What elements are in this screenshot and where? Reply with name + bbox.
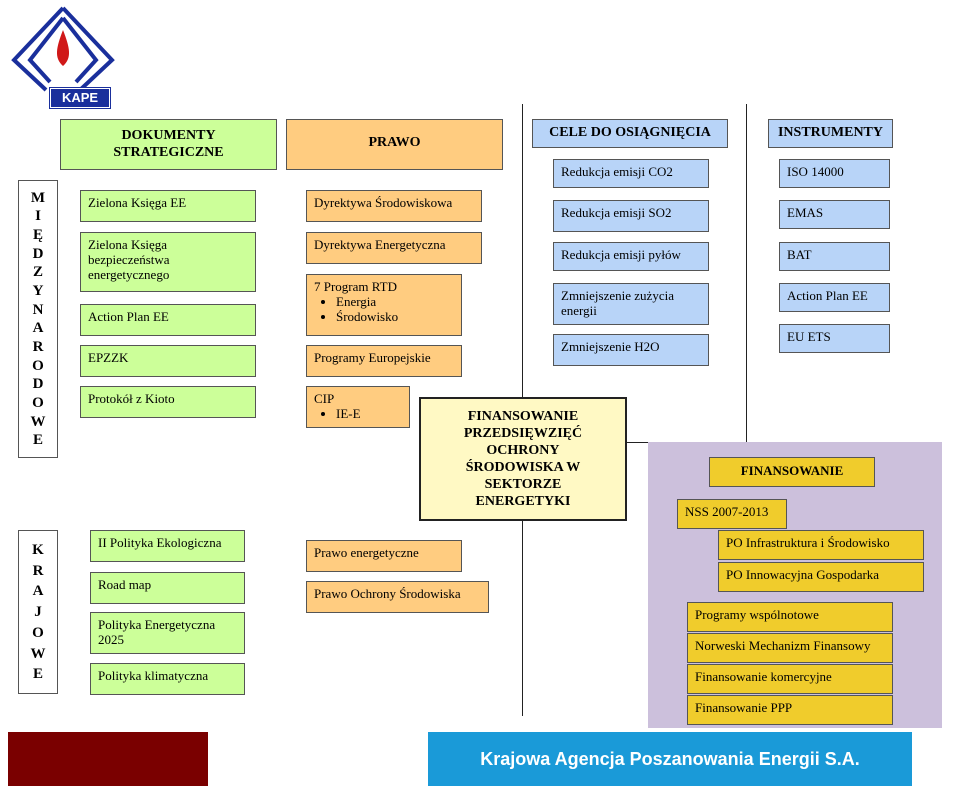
law-cip: CIP IE-E [306,386,410,428]
goal-zuzycie-energii: Zmniejszenie zużycia energii [553,283,709,325]
letter: A [32,320,44,337]
rtd-title: 7 Program RTD [314,279,397,294]
center-finansowanie-box: FINANSOWANIE PRZEDSIĘWZIĘĆ OCHRONY ŚRODO… [419,397,627,521]
financing-po-innowacyjna: PO Innowacyjna Gospodarka [718,562,924,592]
law-programy-europejskie: Programy Europejskie [306,345,462,377]
cip-title: CIP [314,391,335,406]
header-instrumenty: INSTRUMENTY [768,119,893,148]
goal-pyly: Redukcja emisji pyłów [553,242,709,271]
divider-vertical-2 [746,104,747,442]
cip-list: IE-E [314,406,402,421]
doc-polityka-klimatyczna: Polityka klimatyczna [90,663,245,695]
kape-logo: KAPE [6,4,120,108]
law-program-rtd: 7 Program RTD Energia Środowisko [306,274,462,336]
financing-po-infrastruktura: PO Infrastruktura i Środowisko [718,530,924,560]
header-dokumenty-label: DOKUMENTY STRATEGICZNE [113,128,224,160]
instrument-eu-ets: EU ETS [779,324,890,353]
kape-logo-icon [11,6,115,92]
letter: O [32,624,44,641]
letter: R [32,562,44,579]
goal-h2o: Zmniejszenie H2O [553,334,709,366]
doc-protokol-kioto: Protokół z Kioto [80,386,256,418]
letter: D [32,376,44,393]
financing-komercyjne: Finansowanie komercyjne [687,664,893,694]
cip-item: IE-E [336,406,402,421]
letter: E [32,666,43,683]
letter: D [32,245,44,262]
financing-programy-wspolnotowe: Programy wspólnotowe [687,602,893,632]
header-prawo-label: PRAWO [368,135,421,150]
letter: W [30,413,46,430]
financing-title: FINANSOWANIE [709,457,875,487]
letter: R [32,338,44,355]
financing-norweski: Norweski Mechanizm Finansowy [687,633,893,663]
footer-banner: Krajowa Agencja Poszanowania Energii S.A… [428,732,912,786]
instrument-iso: ISO 14000 [779,159,890,188]
law-dyrektywa-srodowiskowa: Dyrektywa Środowiskowa [306,190,482,222]
doc-action-plan-ee: Action Plan EE [80,304,256,336]
instrument-action-plan: Action Plan EE [779,283,890,312]
rtd-item: Środowisko [336,309,454,324]
financing-nss: NSS 2007-2013 [677,499,787,529]
doc-zielona-ksiega-bezp: Zielona Księga bezpieczeństwa energetycz… [80,232,256,292]
goal-so2: Redukcja emisji SO2 [553,200,709,232]
letter: M [30,189,46,206]
letter: O [32,394,44,411]
footer-text: Krajowa Agencja Poszanowania Energii S.A… [480,748,860,769]
letter: Ę [32,226,43,243]
letter: K [32,541,44,558]
rtd-list: Energia Środowisko [314,294,454,324]
scope-krajowe: K R A J O W E [18,530,58,694]
header-prawo: PRAWO [286,119,503,170]
letter: N [32,301,44,318]
instrument-emas: EMAS [779,200,890,229]
letter: J [34,604,42,620]
doc-zielona-ksiega-ee: Zielona Księga EE [80,190,256,222]
doc-polityka-ekologiczna: II Polityka Ekologiczna [90,530,245,562]
doc-polityka-energetyczna: Polityka Energetyczna 2025 [90,612,245,654]
logo-text: KAPE [50,88,110,108]
footer-red-block [8,732,208,786]
letter: W [30,645,46,662]
goal-co2: Redukcja emisji CO2 [553,159,709,188]
doc-epzzk: EPZZK [80,345,256,377]
financing-ppp: Finansowanie PPP [687,695,893,725]
letter: I [35,208,41,225]
doc-road-map: Road map [90,572,245,604]
letter: A [32,583,44,600]
law-dyrektywa-energetyczna: Dyrektywa Energetyczna [306,232,482,264]
letter: Z [32,264,43,281]
header-cele-label: CELE DO OSIĄGNIĘCIA [549,125,711,140]
law-prawo-ochrony-srodowiska: Prawo Ochrony Środowiska [306,581,489,613]
header-cele: CELE DO OSIĄGNIĘCIA [532,119,728,148]
letter: E [32,432,43,449]
law-prawo-energetyczne: Prawo energetyczne [306,540,462,572]
header-instrumenty-label: INSTRUMENTY [777,125,883,140]
scope-miedzynarodowe: M I Ę D Z Y N A R O D O W E [18,180,58,458]
rtd-item: Energia [336,294,454,309]
header-dokumenty: DOKUMENTY STRATEGICZNE [60,119,277,170]
letter: Y [32,282,44,299]
letter: O [32,357,44,374]
instrument-bat: BAT [779,242,890,271]
